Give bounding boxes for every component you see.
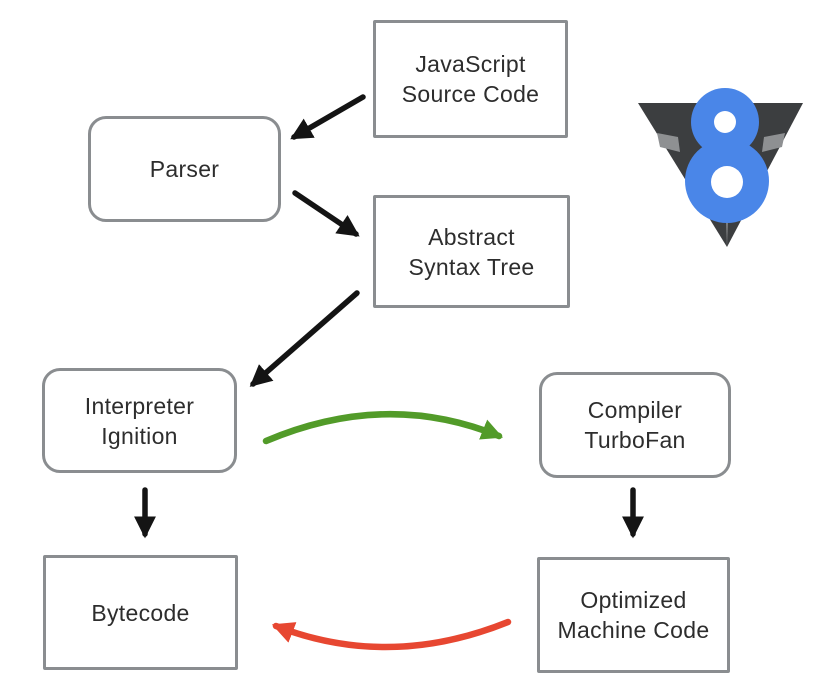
node-optimized-machine-code: Optimized Machine Code bbox=[537, 557, 730, 673]
node-bytecode: Bytecode bbox=[43, 555, 238, 670]
arrow-optimized-to-bytecode bbox=[271, 618, 512, 651]
v8-right-facet bbox=[762, 133, 785, 152]
node-parser: Parser bbox=[88, 116, 281, 222]
node-compiler-turbofan: Compiler TurboFan bbox=[539, 372, 731, 478]
v8-eight-bottom-hole bbox=[711, 166, 743, 198]
node-interpreter-ignition: Interpreter Ignition bbox=[42, 368, 237, 473]
v8-logo bbox=[638, 88, 803, 247]
arrow-source-to-parser bbox=[290, 94, 366, 140]
arrow-interpreter-to-compiler bbox=[262, 411, 503, 445]
v8-left-facet bbox=[657, 133, 680, 152]
node-javascript-source-code: JavaScript Source Code bbox=[373, 20, 568, 138]
v8-eight-top-hole bbox=[714, 111, 736, 133]
node-abstract-syntax-tree: Abstract Syntax Tree bbox=[373, 195, 570, 308]
arrow-parser-to-ast bbox=[292, 190, 360, 237]
arrow-ast-to-interpreter bbox=[249, 290, 360, 387]
